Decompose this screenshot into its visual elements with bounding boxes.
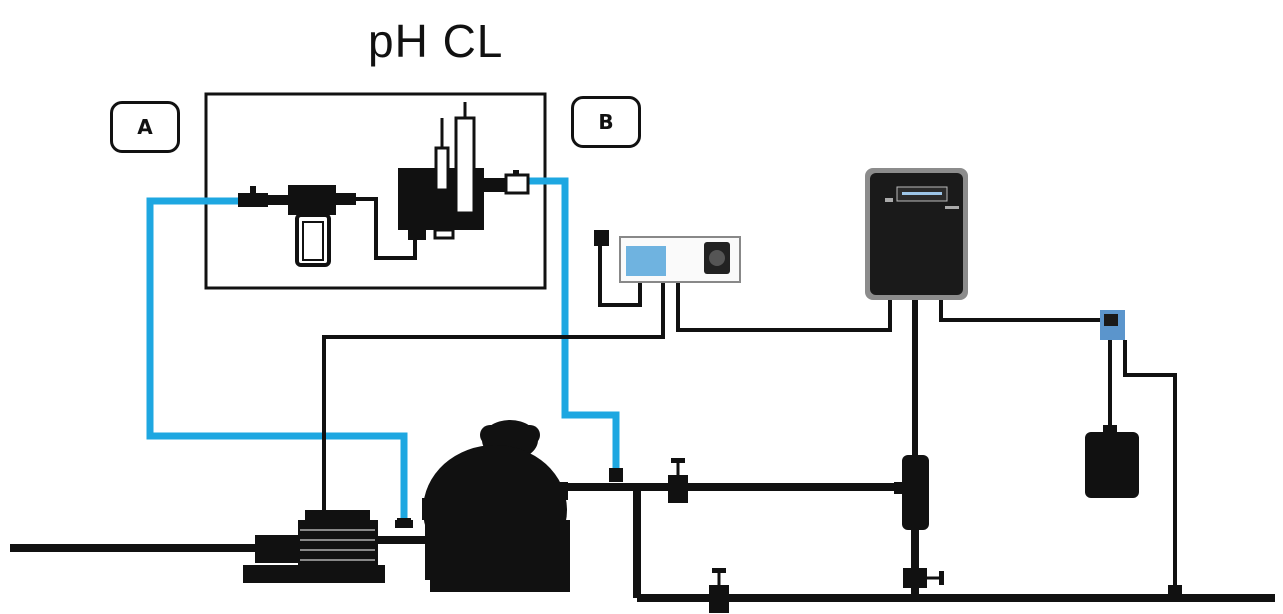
valve-icon bbox=[709, 568, 729, 613]
filter-housing-icon bbox=[238, 185, 356, 267]
probe-icon bbox=[434, 102, 476, 215]
cable-pump-to-box bbox=[322, 282, 665, 512]
tee-a bbox=[397, 518, 411, 528]
valve-icon bbox=[668, 458, 688, 503]
label-b-badge: B bbox=[571, 96, 641, 148]
water-inlet-line-a bbox=[146, 197, 408, 520]
cable-controller-to-pump bbox=[939, 300, 1100, 322]
probe-enclosure bbox=[204, 92, 547, 290]
cable-box-to-controller bbox=[676, 282, 892, 332]
label-a-badge: A bbox=[110, 101, 180, 153]
controller-display-icon bbox=[865, 168, 968, 300]
injector-icon bbox=[894, 455, 929, 530]
sand-filter-icon bbox=[422, 420, 570, 592]
sampling-tube bbox=[356, 197, 417, 260]
water-return-line-b bbox=[528, 177, 620, 470]
chemical-tank-icon bbox=[1085, 425, 1139, 498]
valve-icon bbox=[903, 568, 944, 588]
dosing-pump-icon bbox=[1100, 310, 1125, 340]
junction-box-icon bbox=[594, 230, 741, 283]
cable-sensor bbox=[598, 245, 642, 307]
tee-b bbox=[609, 468, 623, 482]
page-title: pH CL bbox=[368, 15, 504, 67]
tee-return bbox=[1168, 585, 1182, 595]
pump-motor-icon bbox=[243, 510, 413, 583]
tube-to-main bbox=[1123, 340, 1177, 590]
